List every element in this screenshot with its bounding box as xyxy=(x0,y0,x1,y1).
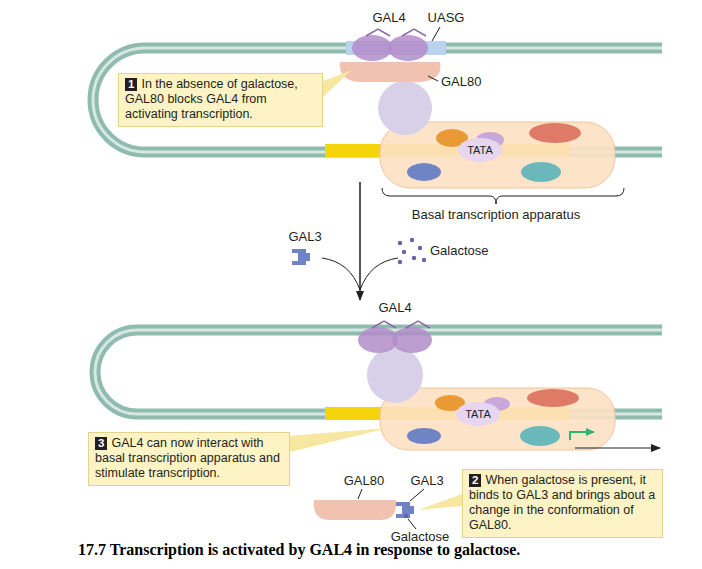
promoter-label: TATA xyxy=(467,144,493,157)
galactose-dots xyxy=(398,238,426,264)
gal80-protein xyxy=(314,500,396,520)
bracket-label: Basal transcription apparatus xyxy=(412,207,580,222)
protein-label: GAL3 xyxy=(410,473,443,488)
gal3-protein xyxy=(396,502,414,518)
bracket xyxy=(382,188,624,204)
callout-box: 2When galactose is present, it binds to … xyxy=(462,469,663,538)
region-label: UASG xyxy=(428,10,465,25)
callout-number: 1 xyxy=(125,78,137,91)
protein-label: GAL80 xyxy=(441,74,481,89)
leader-line xyxy=(428,76,438,81)
gal80-protein xyxy=(340,62,441,82)
callout-number: 3 xyxy=(95,437,107,450)
callout-pointer xyxy=(418,494,462,510)
leader-line xyxy=(408,519,416,529)
callout-number: 2 xyxy=(469,474,481,487)
protein-label: GAL3 xyxy=(288,229,321,244)
callout-text: GAL4 can now interact with basal transcr… xyxy=(95,436,280,480)
gal4-dimer xyxy=(358,321,432,353)
process-arrow xyxy=(359,182,361,300)
molecule-label: Galactose xyxy=(430,243,489,258)
protein-label: GAL80 xyxy=(344,473,384,488)
gal3-protein xyxy=(292,249,310,265)
leader-line xyxy=(358,489,362,499)
merge-lines xyxy=(322,258,398,290)
leader-line xyxy=(432,27,440,41)
figure-caption: 17.7 Transcription is activated by GAL4 … xyxy=(78,541,520,559)
callout-box: 1In the absence of galactose, GAL80 bloc… xyxy=(118,73,323,127)
promoter-label: TATA xyxy=(465,408,491,421)
mediator-circle xyxy=(367,347,423,403)
protein-label: GAL4 xyxy=(372,10,405,25)
transcription-start-arrow xyxy=(570,432,594,440)
leader-line xyxy=(410,489,424,501)
basal-apparatus-bottom xyxy=(380,388,615,450)
callout-text: In the absence of galactose, GAL80 block… xyxy=(125,77,298,121)
callout-box: 3GAL4 can now interact with basal transc… xyxy=(88,432,290,486)
basal-apparatus: TATA xyxy=(380,122,615,188)
protein-label: GAL4 xyxy=(378,300,411,315)
callout-text: When galactose is present, it binds to G… xyxy=(469,473,655,532)
mediator-circle xyxy=(378,81,432,135)
gal4-dimer xyxy=(352,29,428,61)
galactose-dot xyxy=(404,514,408,518)
transcript-arrow xyxy=(575,447,660,448)
basal-apparatus: TATA xyxy=(380,388,615,450)
